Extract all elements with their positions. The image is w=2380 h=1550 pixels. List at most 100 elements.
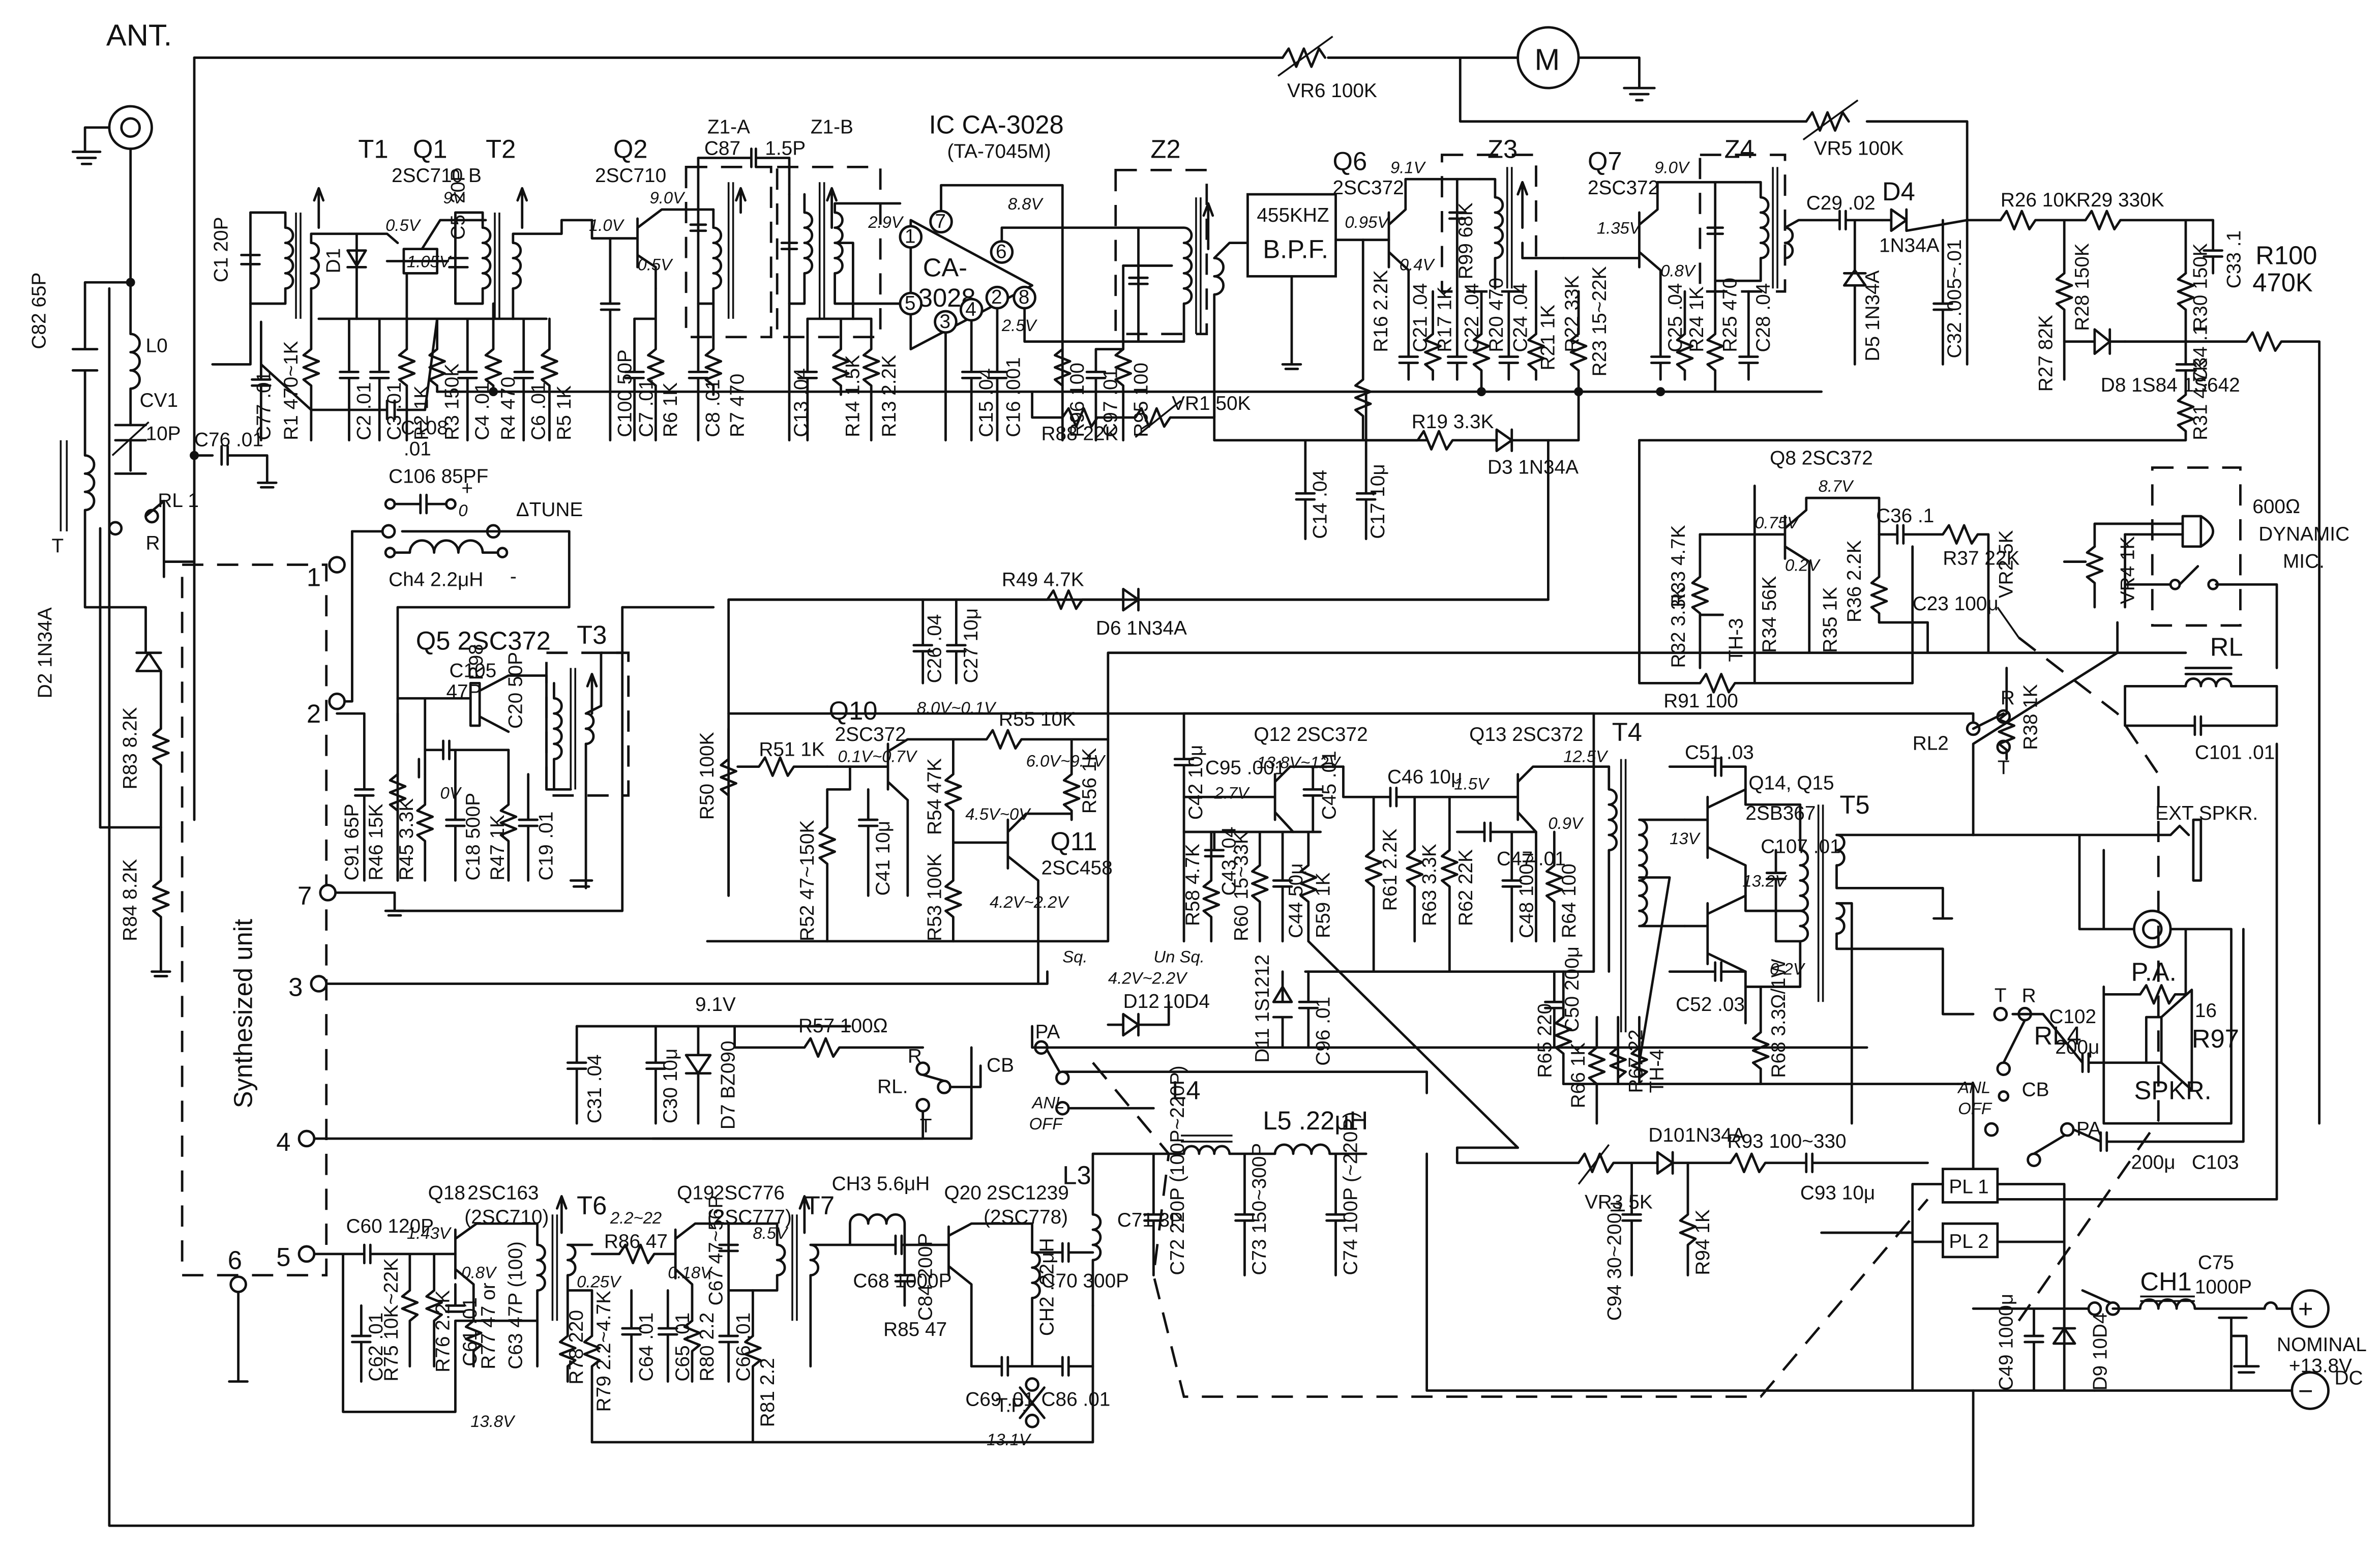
vco-q5: Q5 2SC372 T3 C105 47P R98 C20 50P C91 65… [336, 606, 715, 912]
ic-pin-6: 6 [990, 240, 1014, 264]
squelch-circuit: R49 4.7K D6 1N34A C26 .04 C27 10μ R50 10… [696, 569, 2187, 987]
t6-label: T6 [577, 1191, 607, 1220]
rl1-r: R [146, 532, 160, 554]
c95-label: C95 .001 [1205, 757, 1285, 779]
q1-label: Q1 [413, 134, 448, 163]
antenna-label: ANT. [106, 18, 172, 52]
vr1-label: VR1 50K [1172, 393, 1251, 414]
r76-label: R76 2.2K [432, 1290, 454, 1373]
bpf-block [1246, 193, 1337, 278]
r79-label: R79 2.2~4.7K [593, 1291, 615, 1412]
svg-text:4: 4 [965, 299, 976, 320]
c108-value: .01 [404, 438, 431, 460]
test-point-lower[interactable] [1025, 1413, 1039, 1428]
r97-label: R97 [2192, 1024, 2239, 1053]
q12-vc: 13.8V~12V [1257, 753, 1341, 772]
antenna-section: ANT. C82 65P L0 CV1 10P [28, 18, 181, 654]
r25-label: R25 470 [1719, 278, 1741, 352]
rl-off: OFF [1029, 1114, 1064, 1133]
d10-type: 1N34A [1685, 1124, 1745, 1146]
synth-pin-5[interactable]: 5 [276, 1243, 316, 1272]
test-point-label: T.P. [996, 1394, 1027, 1416]
c52-label: C52 .03 [1676, 994, 1745, 1016]
q6-type: 2SC372 [1333, 177, 1404, 199]
q10-vc: 8.0V~0.1V [917, 698, 997, 717]
d12-type: 10D4 [1163, 991, 1210, 1012]
synth-pin-2[interactable]: 2 [307, 692, 346, 728]
q2-vb: 1.0V [589, 216, 625, 234]
q8-vc: 8.7V [1819, 476, 1855, 495]
nominal-label: NOMINAL [2277, 1334, 2367, 1356]
svg-text:2: 2 [307, 699, 321, 728]
c13-label: C13 .04 [790, 368, 812, 437]
c70-label: C70 300P [1042, 1270, 1129, 1292]
c62-label: C62 .01 [365, 1313, 387, 1382]
q12-label: Q12 2SC372 [1254, 724, 1367, 746]
synth-pin-6[interactable]: 6 [228, 1246, 247, 1293]
mic-amplifier: Q8 2SC372 8.7V 0.75V 0.2V R91 100 R33 4.… [727, 439, 2349, 779]
r50-label: R50 100K [696, 732, 718, 820]
q13-label: Q13 2SC372 [1469, 724, 1583, 746]
c36-label: C36 .1 [1876, 505, 1934, 527]
test-point-upper[interactable] [1025, 1377, 1039, 1392]
svg-text:1: 1 [307, 562, 321, 591]
ic-label: IC CA-3028 [929, 110, 1064, 139]
q13-ve: 0.9V [1548, 814, 1584, 832]
r23-label: R23 15~22K [1589, 266, 1611, 376]
synth-pin-4[interactable]: 4 [276, 1127, 316, 1156]
r36-label: R36 2.2K [1843, 540, 1865, 622]
r77-label: R77 47 or [478, 1283, 499, 1369]
r98-label: R98 [465, 644, 487, 680]
supply-voltage: +13.8V [2289, 1355, 2352, 1377]
switch-anl-off-contact[interactable] [1984, 1122, 1999, 1137]
speaker-section: EXT SPKR. P.A. 16 R97 SPKR. C102 200μ T … [1956, 621, 2278, 1322]
c27-label: C27 10μ [960, 608, 982, 683]
q19-type: 2SC776 [713, 1182, 785, 1204]
r83-label: R83 8.2K [120, 707, 141, 789]
vr6-label: VR6 100K [1287, 80, 1377, 102]
synth-pin-7[interactable]: 7 [298, 881, 337, 910]
q6-ve: 0.4V [1400, 255, 1436, 274]
q11-label: Q11 [1050, 827, 1097, 856]
r32-label: R32 3.3K [1668, 586, 1689, 668]
top-rail [193, 56, 1969, 821]
c48-label: C48 100μ [1516, 852, 1538, 938]
rl-t: T [920, 1115, 932, 1137]
r63-label: R63 3.3K [1419, 844, 1441, 926]
power-switch-contact[interactable] [2087, 1301, 2102, 1316]
r13-label: R13 2.2K [878, 355, 900, 437]
synth-label: Synthesized unit [228, 919, 257, 1108]
positive-terminal[interactable] [2290, 1289, 2330, 1328]
rl2-r: R [2001, 687, 2015, 709]
q19-label: Q19 [677, 1182, 714, 1204]
rf-amplifier: T1 Q1 2SC710 B T2 9V 0.5V 1.05V D1 C5 20… [190, 134, 609, 489]
svg-text:3: 3 [288, 972, 303, 1001]
r65-label: R65 220 [1534, 1003, 1556, 1078]
q10-label: Q10 [829, 696, 878, 725]
pl1-label: PL 1 [1949, 1176, 1988, 1198]
r26-label: R26 10K [2001, 189, 2077, 211]
c94-label: C94 30~200μ [1604, 1201, 1626, 1321]
synth-pin-3[interactable]: 3 [288, 972, 328, 1001]
r54-label: R54 47K [924, 758, 946, 835]
c105-label: C105 [449, 660, 496, 681]
r37-label: R37 22K [1943, 548, 2019, 570]
c44-label: C44 50μ [1285, 863, 1307, 938]
c20-label: C20 50P [505, 652, 527, 729]
t2-label: T2 [486, 134, 516, 163]
c41-label: C41 10μ [872, 821, 894, 896]
switch-cb-contact[interactable] [1998, 1090, 2010, 1102]
z3-label: Z3 [1488, 134, 1518, 163]
r31-label: R31 4.7K [2190, 358, 2212, 440]
meter: M [1516, 26, 1656, 102]
r85-label: R85 47 [883, 1319, 947, 1340]
r86-label: R86 47 [604, 1231, 668, 1253]
r47-label: R47 1K [487, 815, 509, 881]
ic-pin-2: 2 [985, 285, 1009, 310]
q5-label: Q5 2SC372 [416, 627, 551, 655]
switch-pa-contact[interactable] [2060, 1122, 2075, 1137]
c46-label: C46 10μ [1387, 766, 1462, 788]
th3-label: TH-3 [1725, 618, 1747, 662]
th4-label: TH-4 [1646, 1049, 1668, 1093]
synth-pin-1[interactable]: 1 [307, 556, 346, 592]
